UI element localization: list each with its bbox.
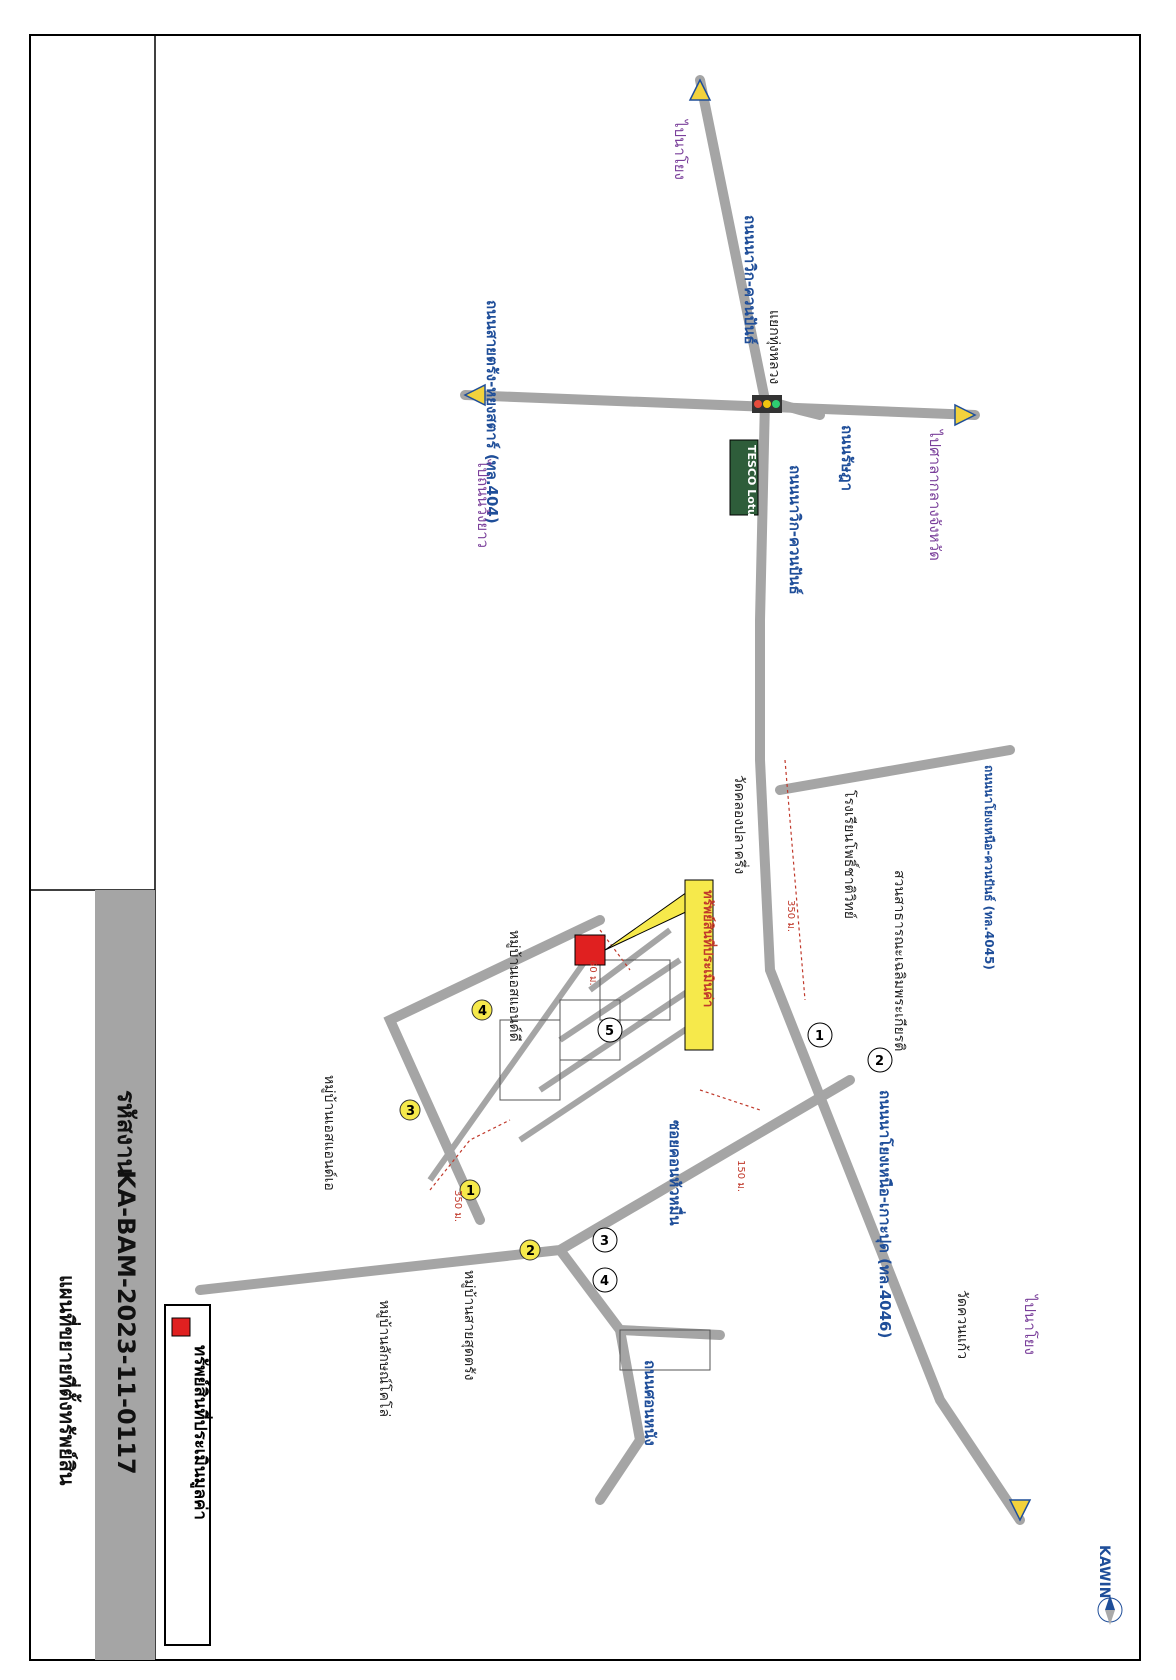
place-labels: TESCO Lotus แยกทุ่งหลวง วัดคลองปลาครึ่ง … [321, 310, 970, 1417]
road-highway-404 [460, 390, 980, 420]
subject-callout-box [684, 879, 714, 1051]
dest-khuan: ไปนาโยง [1021, 1294, 1039, 1355]
arrow-north [688, 78, 712, 101]
wat-1-label: วัดคลองปลาครึ่ง [731, 775, 749, 874]
svg-text:350 ม.: 350 ม. [785, 900, 796, 932]
village-4-label: หมู่บ้านลักษณ์โคโล่ [376, 1300, 393, 1417]
marker-3-large [592, 1227, 618, 1253]
road-labels: ถนนสายตรัง-หยงสตาร์ (ทล.404) ถนนนาวิก-คว… [483, 215, 997, 1446]
junction-label: แยกทุ่งหลวง [766, 310, 782, 384]
legend-box [164, 1304, 211, 1646]
marker-3-small [399, 1099, 421, 1121]
marker-2-large [867, 1047, 893, 1073]
dest-hat: ไปถนนวังยาว [474, 459, 492, 548]
label-bottom-soi: ถนนศอนหนัง [641, 1360, 659, 1446]
svg-text:4: 4 [478, 1004, 487, 1019]
subject-callout-pointer [604, 889, 691, 951]
legend-text-group: ทรัพย์สินที่ประเมินมูลค่า [189, 1345, 213, 1520]
road-bottom-soi [555, 1245, 725, 1340]
compass-group: KAWIN [1096, 1545, 1123, 1625]
village-2-label: หมู่บ้านเอสแอนด์เอ [321, 1075, 338, 1191]
arrow-south [1008, 1499, 1032, 1522]
park-label: สวนสาธารณะเฉลิมพระเกียรติ [891, 870, 907, 1051]
svg-text:60 ม.: 60 ม. [587, 960, 598, 986]
svg-text:3: 3 [600, 1234, 609, 1249]
label-lahan-north: ถนนนาวิก-ควนปันธ์ [741, 215, 759, 345]
road-4045 [775, 745, 1015, 795]
map-title: แผนที่ขยายที่ตั้งทรัพย์สิน [55, 1275, 82, 1486]
markers: 1 2 3 4 1 2 3 4 5 [399, 999, 893, 1293]
marker-4-large [592, 1267, 618, 1293]
label-village-road: ซอยคอนหัวหมื่น [666, 1120, 686, 1226]
svg-text:150 ม.: 150 ม. [735, 1160, 746, 1192]
svg-text:5: 5 [605, 1024, 614, 1039]
svg-text:2: 2 [526, 1244, 535, 1259]
distance-labels: 350 ม. 350 ม. 150 ม. 60 ม. [452, 900, 796, 1222]
svg-text:ทรัพย์สินที่ประเมินค่า: ทรัพย์สินที่ประเมินค่า [700, 890, 718, 1007]
village-3-label: หมู่บ้านสายสุดตรัง [461, 1270, 477, 1380]
svg-text:1: 1 [815, 1029, 824, 1044]
legend-swatch [171, 1317, 191, 1337]
label-lahan-south: ถนนนาวิก-ควนปันธ์ [786, 465, 804, 595]
school-label: โรงเรียนโพธิ์ชาติวิทย์ [841, 790, 860, 919]
compass-brand: KAWIN [1096, 1545, 1112, 1598]
dest-nayong: ไปนาโยง [671, 119, 689, 180]
code-group: รหัสงาน KA-BAM-2023-11-0117 [112, 1090, 140, 1475]
code-label: รหัสงาน [112, 1090, 140, 1176]
arrow-west [463, 383, 486, 407]
village-1-label: หมู่บ้านเอสแอนด์ดี [506, 930, 523, 1042]
svg-text:1: 1 [466, 1184, 475, 1199]
village-lanes [427, 927, 702, 1182]
code-band [95, 890, 155, 1660]
svg-text:350 ม.: 350 ม. [452, 1190, 463, 1222]
label-route-4046: ถนนนาโยงเหนือ-เกาะปุด (ทล.4046) [875, 1090, 895, 1338]
marker-1-large [807, 1022, 833, 1048]
tesco-logo [729, 439, 759, 516]
road-bottom-branch [595, 1325, 646, 1505]
map-title-group: แผนที่ขยายที่ตั้งทรัพย์สิน [55, 1275, 82, 1486]
subject-callout-text: ทรัพย์สินที่ประเมินค่า [700, 890, 718, 1007]
marker-4-small [471, 999, 493, 1021]
svg-text:3: 3 [406, 1104, 415, 1119]
marker-1-small [459, 1179, 481, 1201]
svg-text:4: 4 [600, 1274, 609, 1289]
label-highway-404: ถนนสายตรัง-หยงสตาร์ (ทล.404) [483, 300, 501, 524]
destination-arrows [463, 78, 1032, 1522]
village-lots [499, 959, 711, 1371]
arrow-east [954, 403, 977, 427]
marker-2-small [519, 1239, 541, 1261]
marker-5-large [597, 1017, 623, 1043]
dest-province: ไปศาลากลางจังหวัด [926, 429, 944, 561]
wat-2-label: วัดควนแก้ว [954, 1290, 970, 1359]
tesco-label: TESCO Lotus [745, 445, 758, 524]
roads [195, 75, 1025, 1525]
destination-labels: ไปนาโยง ไปถนนวังยาว ไปศาลากลางจังหวัด ไป… [474, 119, 1039, 1355]
label-route-4045: ถนนนาโยงเหนือ-ควนปันธ์ (ทล.4045) [982, 765, 997, 970]
svg-text:2: 2 [875, 1054, 884, 1069]
code-value: KA-BAM-2023-11-0117 [112, 1170, 140, 1475]
label-ratsada: ถนนรัษฎา [838, 425, 856, 491]
page-frame [29, 34, 1141, 1661]
legend-label: ทรัพย์สินที่ประเมินมูลค่า [189, 1345, 213, 1520]
